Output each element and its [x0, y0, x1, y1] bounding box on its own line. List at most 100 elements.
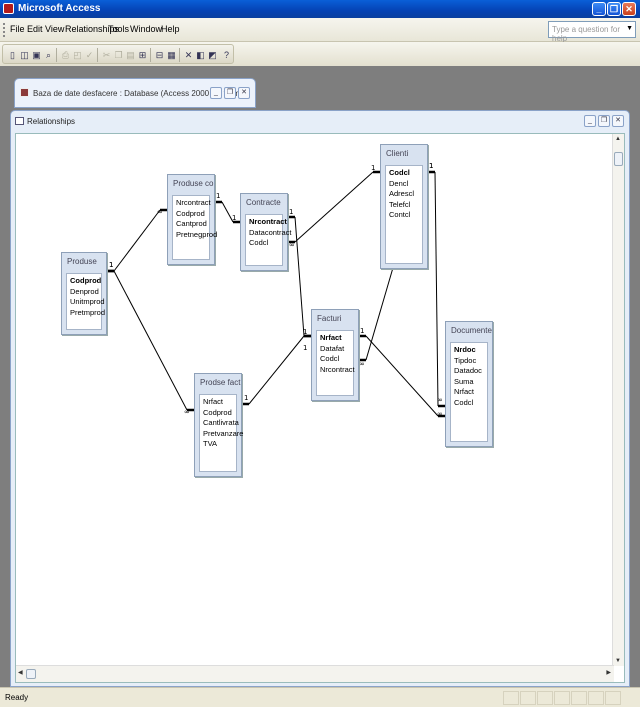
- scroll-down-icon[interactable]: ▼: [615, 658, 621, 664]
- menu-file[interactable]: File: [10, 24, 25, 34]
- help-icon[interactable]: ?: [223, 50, 229, 60]
- table-produse_contracte[interactable]: Produse co... NrcontractCodprodCantprodPr…: [167, 174, 218, 265]
- table-title[interactable]: Produse: [67, 257, 97, 266]
- show-all-icon[interactable]: ▦: [167, 50, 176, 60]
- copy-icon[interactable]: ❐: [114, 50, 123, 60]
- field-item[interactable]: Unitmprod: [70, 297, 105, 306]
- menu-relationships[interactable]: Relationships: [65, 24, 120, 34]
- field-item[interactable]: Datadoc: [454, 366, 482, 375]
- minimize-icon[interactable]: _: [584, 115, 596, 127]
- relationship-line[interactable]: [215, 200, 240, 224]
- field-item[interactable]: Cantlivrata: [203, 418, 239, 427]
- menu-tools[interactable]: Tools: [108, 24, 130, 34]
- field-item[interactable]: Telefcl: [389, 199, 411, 209]
- field-item[interactable]: Cantprod: [176, 219, 207, 228]
- new-object-icon[interactable]: ◩: [208, 50, 217, 60]
- restore-icon[interactable]: ❐: [607, 2, 621, 16]
- menu-help[interactable]: Help: [161, 24, 180, 34]
- field-item[interactable]: Pretmprod: [70, 307, 106, 317]
- table-title[interactable]: Prodse fact...: [200, 378, 241, 387]
- vertical-scrollbar[interactable]: ▲ ▼: [612, 134, 624, 666]
- database-window-icon[interactable]: ◧: [196, 50, 205, 60]
- primary-key-field[interactable]: Nrcontract: [249, 217, 287, 226]
- field-item[interactable]: Codcl: [320, 354, 340, 363]
- relationship-line[interactable]: [242, 334, 311, 406]
- field-item[interactable]: Tipdoc: [454, 355, 477, 365]
- new-icon[interactable]: ▯: [10, 50, 15, 60]
- menu-window[interactable]: Window: [130, 24, 163, 34]
- field-item[interactable]: Nrcontract: [320, 364, 355, 374]
- primary-key-field[interactable]: Nrdoc: [454, 345, 476, 354]
- field-item[interactable]: TVA: [203, 439, 218, 448]
- field-item[interactable]: Contcl: [389, 210, 411, 219]
- menu-grip-icon[interactable]: [3, 23, 6, 37]
- field-item[interactable]: Datacontract: [249, 227, 292, 237]
- open-icon[interactable]: ◫: [20, 50, 29, 60]
- field-item[interactable]: Pretvanzare: [203, 428, 244, 438]
- field-item[interactable]: Nrfact: [454, 387, 475, 396]
- primary-key-field[interactable]: Codprod: [70, 276, 102, 285]
- table-title[interactable]: Clienti: [386, 149, 409, 158]
- menu-edit[interactable]: Edit: [27, 24, 43, 34]
- field-item[interactable]: Codprod: [176, 208, 205, 218]
- print-preview-icon[interactable]: ◰: [73, 50, 82, 60]
- table-documente[interactable]: Documente... NrdocTipdocDatadocSumaNrfact…: [445, 321, 493, 447]
- delete-icon[interactable]: ✕: [184, 50, 193, 60]
- restore-icon[interactable]: ❐: [598, 115, 610, 127]
- close-icon[interactable]: ✕: [622, 2, 636, 16]
- search-icon[interactable]: ⌕: [45, 50, 52, 60]
- field-item[interactable]: Codcl: [249, 238, 269, 247]
- relationship-line[interactable]: [107, 208, 167, 273]
- relationship-line[interactable]: [359, 334, 445, 418]
- show-table-icon[interactable]: ⊞: [138, 50, 147, 60]
- close-icon[interactable]: ✕: [612, 115, 624, 127]
- menu-view[interactable]: View: [45, 24, 65, 34]
- table-produse_facturi[interactable]: Prodse fact... NrfactCodprodCantlivrataPr…: [194, 373, 244, 477]
- field-item[interactable]: Codcl: [454, 397, 474, 407]
- table-title[interactable]: Facturi: [317, 314, 342, 323]
- close-icon[interactable]: ✕: [238, 87, 250, 99]
- relationship-line[interactable]: [107, 269, 194, 412]
- scroll-left-icon[interactable]: ◀: [18, 670, 23, 676]
- save-icon[interactable]: ▣: [32, 50, 41, 60]
- field-item[interactable]: Codprod: [203, 407, 232, 417]
- chevron-down-icon[interactable]: ▼: [626, 25, 633, 32]
- scroll-up-icon[interactable]: ▲: [615, 136, 621, 142]
- minimize-icon[interactable]: _: [592, 2, 606, 16]
- field-item[interactable]: Pretnegprod: [176, 229, 218, 239]
- paste-icon[interactable]: ▤: [126, 50, 135, 60]
- relationship-line[interactable]: [288, 170, 380, 244]
- field-item[interactable]: Nrcontract: [176, 198, 211, 207]
- horizontal-scroll-thumb[interactable]: [26, 669, 36, 679]
- field-item[interactable]: Adrescl: [389, 189, 415, 198]
- database-window[interactable]: Baza de date desfacere : Database (Acces…: [14, 78, 256, 108]
- table-title[interactable]: Contracte: [246, 198, 281, 207]
- field-item[interactable]: Suma: [454, 376, 474, 386]
- restore-icon[interactable]: ❐: [224, 87, 236, 99]
- table-title[interactable]: Documente...: [451, 326, 492, 335]
- field-item[interactable]: Datafat: [320, 343, 345, 353]
- horizontal-scrollbar[interactable]: ◀ ▶: [16, 665, 614, 682]
- primary-key-field[interactable]: Codcl: [389, 168, 410, 177]
- scroll-right-icon[interactable]: ▶: [606, 670, 611, 676]
- spelling-icon[interactable]: ✓: [85, 50, 94, 60]
- help-search-input[interactable]: Type a question for help ▼: [548, 21, 636, 43]
- primary-key-field[interactable]: Nrfact: [320, 333, 342, 342]
- print-icon[interactable]: ⎙: [61, 50, 70, 60]
- show-direct-icon[interactable]: ⊟: [155, 50, 164, 60]
- vertical-scroll-thumb[interactable]: [614, 152, 623, 166]
- table-title[interactable]: Produse co...: [173, 179, 214, 188]
- field-item[interactable]: Nrfact: [203, 397, 224, 406]
- field-item[interactable]: Dencl: [389, 178, 409, 188]
